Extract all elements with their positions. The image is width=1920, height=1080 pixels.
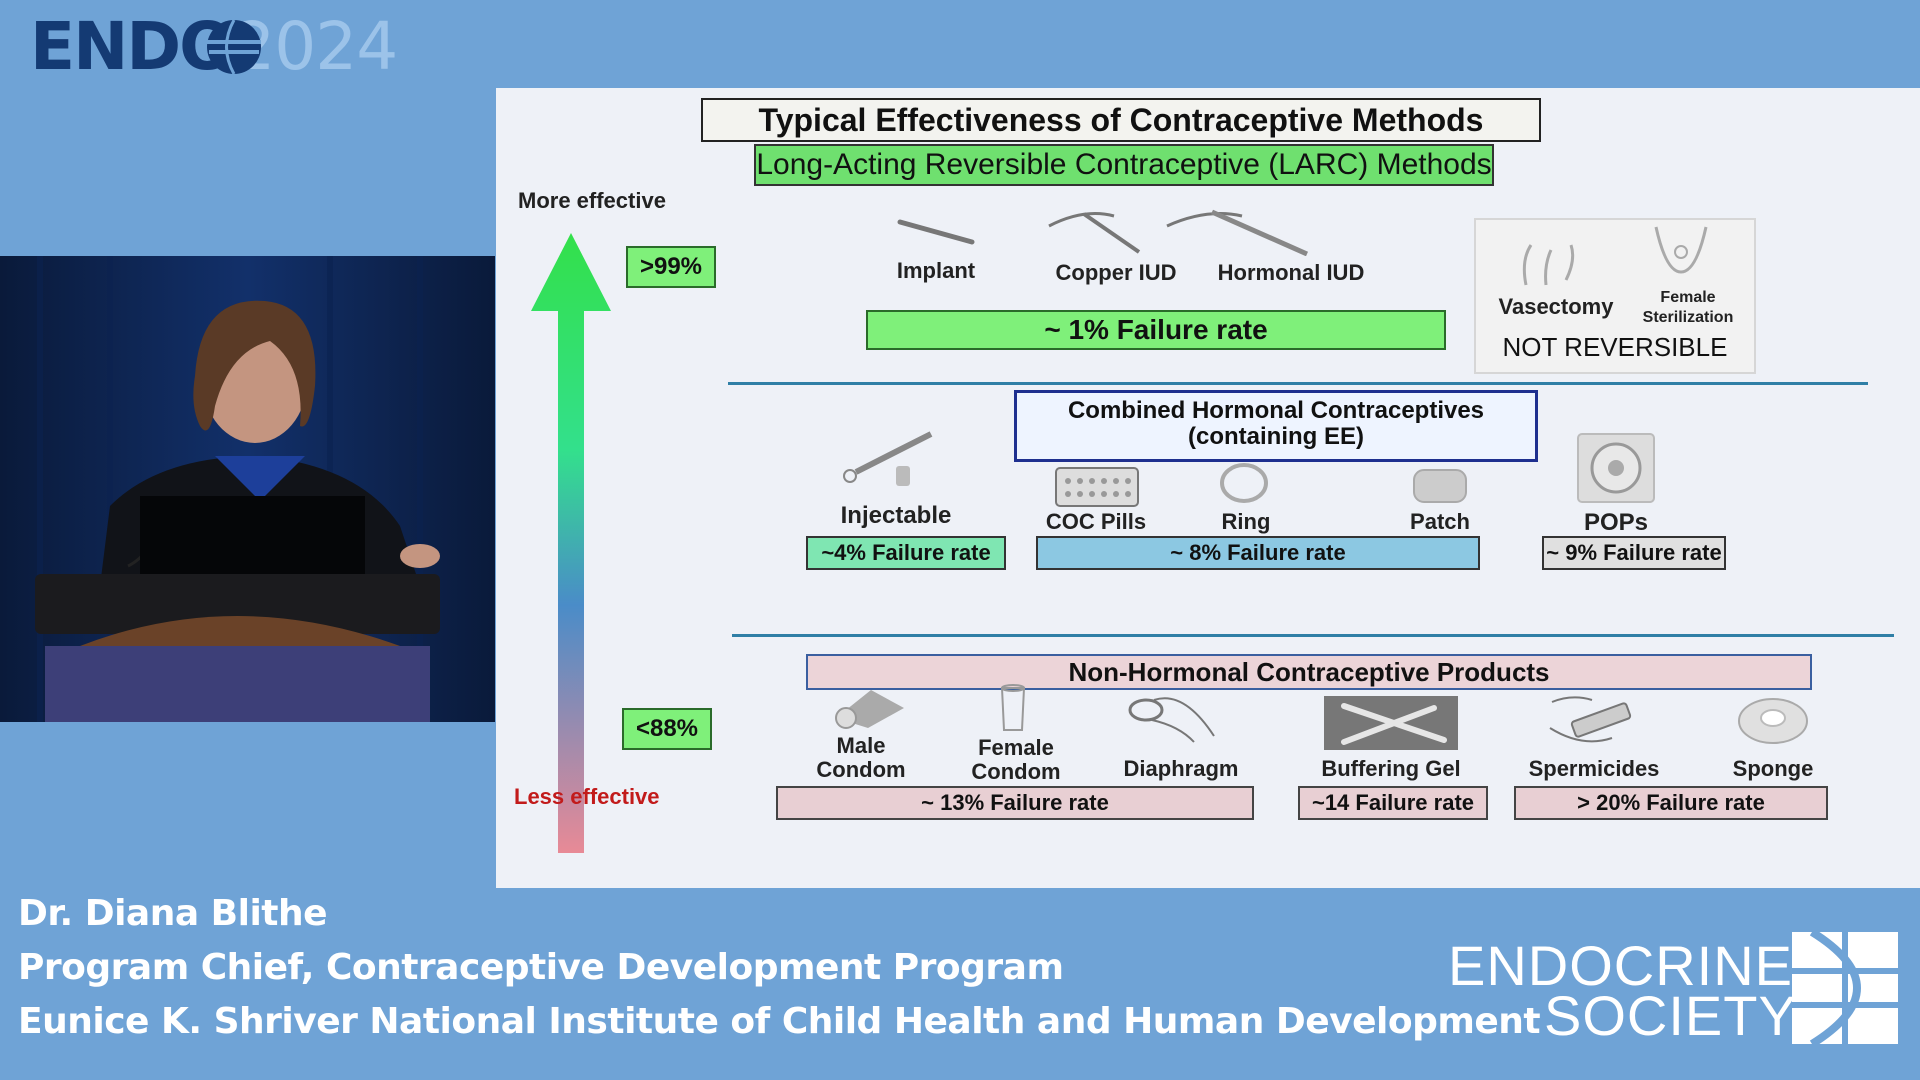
buffering-gel-failure-rate: ~14 Failure rate xyxy=(1298,786,1488,820)
sterilization-box: Vasectomy Female Sterilization NOT REVER… xyxy=(1474,218,1756,374)
more-effective-label: More effective xyxy=(518,188,666,213)
buffering-gel-label: Buffering Gel xyxy=(1321,756,1461,781)
spermicides-label: Spermicides xyxy=(1528,756,1660,781)
barrier-failure-rate: ~ 13% Failure rate xyxy=(776,786,1254,820)
injectable-icon xyxy=(843,431,933,486)
copper-iud-icon xyxy=(1048,212,1141,254)
coc-pills-label: COC Pills xyxy=(1045,509,1147,534)
pops-label: POPs xyxy=(1583,509,1649,536)
coc-pills-icon xyxy=(1055,467,1139,507)
endocrine-society-logo: ENDOCRINE SOCIETY xyxy=(1448,932,1908,1052)
not-reversible-label: NOT REVERSIBLE xyxy=(1502,332,1728,362)
pops-failure-rate: ~ 9% Failure rate xyxy=(1542,536,1726,570)
female-sterilization-icon xyxy=(1654,226,1708,274)
pct-high-badge: >99% xyxy=(626,246,716,288)
implant-label: Implant xyxy=(896,258,976,283)
copper-iud-label: Copper IUD xyxy=(1055,260,1177,285)
presentation-slide: Typical Effectiveness of Contraceptive M… xyxy=(496,88,1920,888)
injectable-failure-rate: ~4% Failure rate xyxy=(806,536,1006,570)
speaker-name: Dr. Diana Blithe xyxy=(18,893,328,934)
hormonal-iud-label: Hormonal IUD xyxy=(1217,260,1365,285)
male-condom-label-line2: Condom xyxy=(816,757,906,782)
section-divider-2 xyxy=(732,634,1894,637)
ring-label: Ring xyxy=(1221,509,1271,534)
endo-logo-text: ENDO xyxy=(30,8,235,85)
combined-failure-rate: ~ 8% Failure rate xyxy=(1036,536,1480,570)
ring-icon xyxy=(1220,463,1268,503)
society-emblem-icon xyxy=(1792,932,1898,1044)
spermicide-failure-rate: > 20% Failure rate xyxy=(1514,786,1828,820)
sponge-label: Sponge xyxy=(1732,756,1814,781)
spermicides-icon xyxy=(1549,696,1632,743)
pct-low-badge: <88% xyxy=(622,708,712,750)
male-condom-icon xyxy=(835,690,904,729)
patch-label: Patch xyxy=(1410,509,1470,534)
society-logo-line1: ENDOCRINE xyxy=(1448,934,1794,997)
speaker-title: Program Chief, Contraceptive Development… xyxy=(18,947,1064,988)
speaker-video xyxy=(0,256,495,722)
vasectomy-icon xyxy=(1522,244,1575,286)
implant-icon xyxy=(897,219,975,245)
hormonal-header-line1: Combined Hormonal Contraceptives xyxy=(1067,397,1485,424)
globe-icon xyxy=(207,19,261,75)
male-condom-label-line1: Male xyxy=(836,733,886,758)
female-condom-label-line1: Female xyxy=(978,735,1054,760)
nonhormonal-header: Non-Hormonal Contraceptive Products xyxy=(806,654,1812,690)
sponge-icon xyxy=(1738,698,1808,744)
female-condom-label-line2: Condom xyxy=(971,759,1061,784)
hormonal-iud-icon xyxy=(1166,209,1309,256)
speaker-illustration xyxy=(0,256,495,722)
female-condom-label: Female Condom xyxy=(956,736,1076,784)
hormonal-header: Combined Hormonal Contraceptives (contai… xyxy=(1014,390,1538,462)
slide-title: Typical Effectiveness of Contraceptive M… xyxy=(701,98,1541,142)
female-condom-icon xyxy=(1000,684,1026,731)
buffering-gel-icon xyxy=(1324,696,1458,750)
female-sterilization-label: Female Sterilization xyxy=(1642,289,1734,326)
injectable-label: Injectable xyxy=(840,502,952,529)
pops-icon xyxy=(1577,433,1655,503)
diaphragm-icon xyxy=(1128,697,1215,743)
diaphragm-label: Diaphragm xyxy=(1123,756,1239,781)
vasectomy-label: Vasectomy xyxy=(1498,294,1614,319)
male-condom-label: Male Condom xyxy=(806,734,916,782)
hormonal-header-line2: (containing EE) xyxy=(1188,423,1364,450)
less-effective-label: Less effective xyxy=(514,784,660,809)
larc-failure-rate: ~ 1% Failure rate xyxy=(866,310,1446,350)
patch-icon xyxy=(1413,469,1467,503)
effectiveness-arrow xyxy=(531,233,611,853)
speaker-institution: Eunice K. Shriver National Institute of … xyxy=(18,1001,1541,1042)
larc-header: Long-Acting Reversible Contraceptive (LA… xyxy=(754,144,1494,186)
endo-2024-logo: ENDO 2024 xyxy=(30,8,398,85)
society-logo-line2: SOCIETY xyxy=(1544,984,1797,1047)
section-divider-1 xyxy=(728,382,1868,385)
